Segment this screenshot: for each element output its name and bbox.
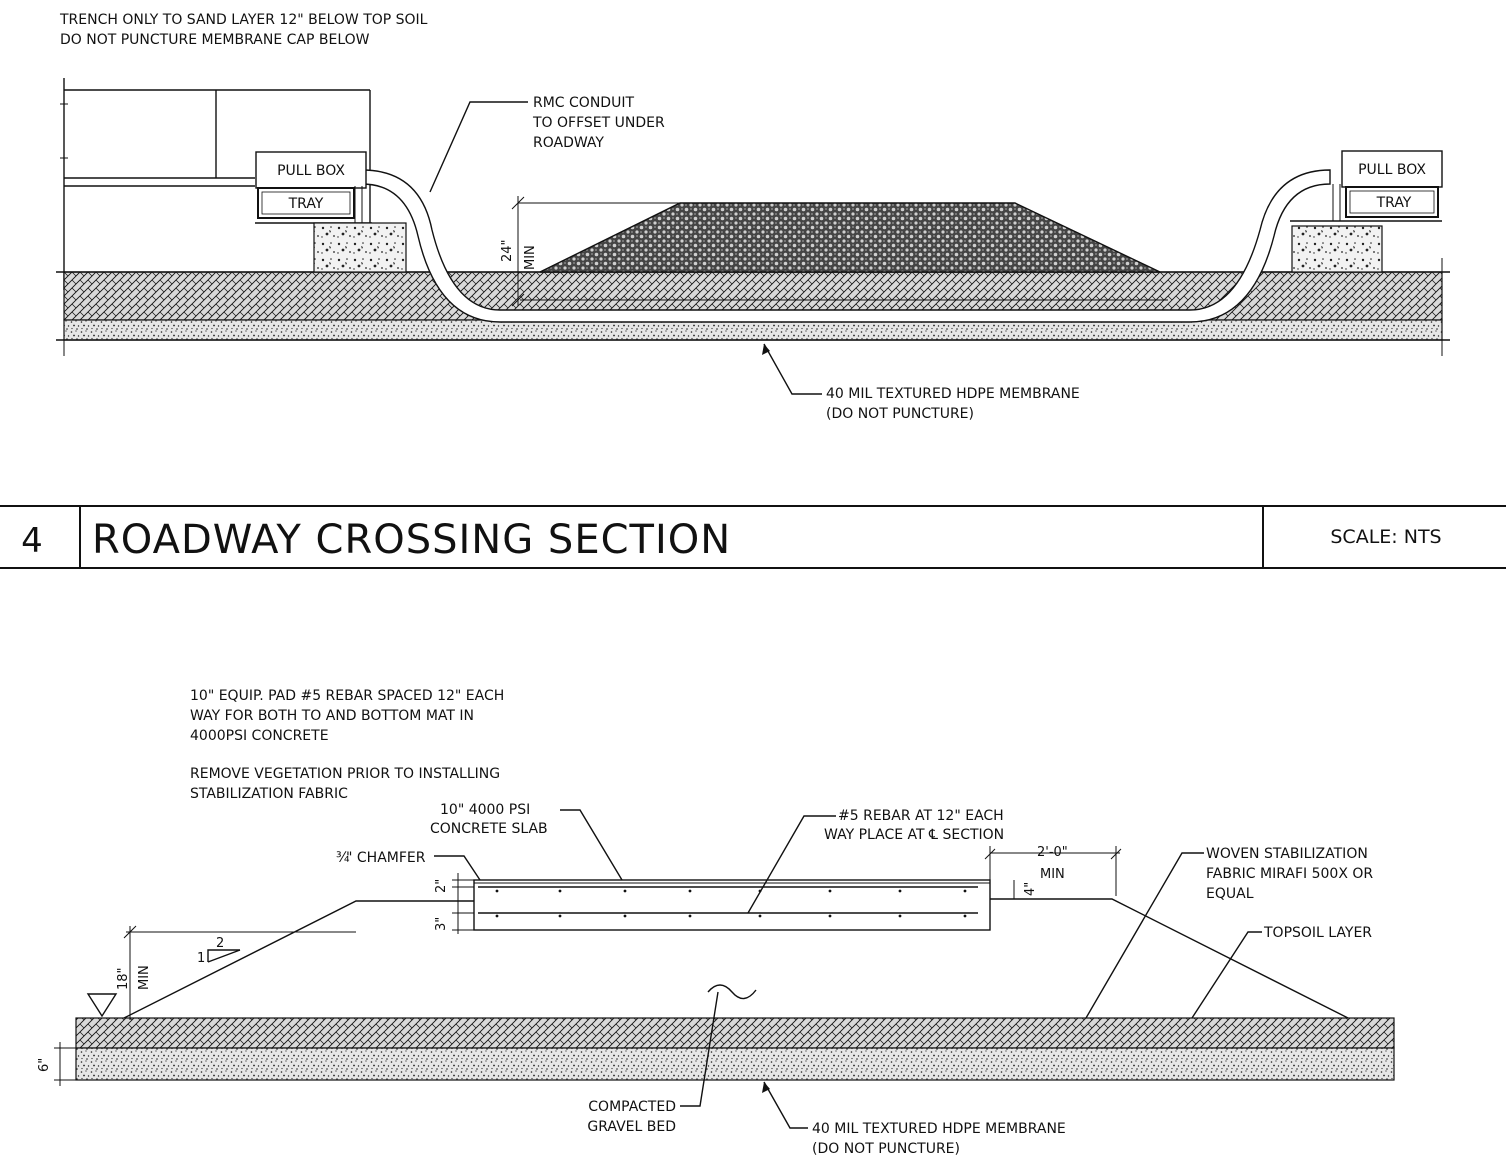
gravel-leader (680, 991, 719, 1107)
concrete-footing-right (1291, 225, 1383, 273)
embankment-left-slope (123, 900, 474, 1019)
membrane-bottom-line1: 40 MIL TEXTURED HDPE MEMBRANE (812, 1121, 1066, 1137)
sand-layer-top (63, 319, 1443, 341)
dim-24in: 24" MIN (500, 196, 680, 307)
dim-18in: 18" MIN (116, 925, 356, 1020)
rebar-leader (747, 815, 836, 914)
membrane-bottom-line2: (DO NOT PUNCTURE) (812, 1141, 960, 1157)
dim-6in: 6" (37, 1042, 76, 1086)
pad-note-line3: 4000PSI CONCRETE (190, 728, 329, 744)
trench-note-line2: DO NOT PUNCTURE MEMBRANE CAP BELOW (60, 32, 370, 48)
tray-right-label: TRAY (1376, 195, 1412, 211)
tray-right: TRAY (1345, 186, 1439, 218)
detail-title: ROADWAY CROSSING SECTION (92, 517, 731, 563)
pad-note-line1: 10" EQUIP. PAD #5 REBAR SPACED 12" EACH (190, 688, 504, 704)
gravel-bed-bottom (75, 1047, 1395, 1081)
chamfer-label: " CHAMFER (346, 850, 426, 866)
slab-label-line2: CONCRETE SLAB (430, 821, 548, 837)
grade-marker-icon (86, 993, 118, 1018)
dim-18in-value: 18" (116, 967, 131, 990)
dim-2ft-min: MIN (1040, 867, 1065, 882)
break-symbol-icon (707, 984, 757, 1000)
title-block: 4 ROADWAY CROSSING SECTION SCALE: NTS (0, 505, 1506, 569)
pull-box-right: PULL BOX (1341, 150, 1443, 188)
dim-18in-min: MIN (137, 965, 152, 990)
dim-6in-value: 6" (37, 1058, 52, 1072)
slab-leader (560, 809, 623, 881)
fabric-label-line2: FABRIC MIRAFI 500X OR (1206, 866, 1373, 882)
conduit-label-line1: RMC CONDUIT (533, 95, 634, 111)
conduit-label-line3: ROADWAY (533, 135, 604, 151)
dim-2ft-value: 2'-0" (1037, 845, 1068, 860)
slope-rise: 1 (197, 951, 205, 966)
conduit-label-line2: TO OFFSET UNDER (532, 115, 665, 131)
dim-2in: 2" (434, 879, 449, 893)
topsoil-layer-bottom (75, 1017, 1395, 1049)
conduit-leader (429, 101, 528, 193)
membrane-leader-bottom (763, 1081, 808, 1129)
rebar-label-line2: WAY PLACE AT ℄ SECTION (824, 827, 1004, 843)
membrane-top-line1: 40 MIL TEXTURED HDPE MEMBRANE (826, 386, 1080, 402)
dim-3in: 3" (434, 917, 449, 931)
bottom-detail: 10" EQUIP. PAD #5 REBAR SPACED 12" EACH … (37, 688, 1395, 1157)
trench-note-line1: TRENCH ONLY TO SAND LAYER 12" BELOW TOP … (59, 12, 428, 28)
conduit-trench (361, 169, 1331, 323)
topsoil-leader (1191, 931, 1262, 1019)
rebar-dots (495, 889, 967, 918)
gravel-label-line2: GRAVEL BED (587, 1119, 676, 1135)
detail-number: 4 (21, 521, 43, 561)
top-detail: TRENCH ONLY TO SAND LAYER 12" BELOW TOP … (56, 12, 1450, 422)
gravel-label-line1: COMPACTED (588, 1099, 676, 1115)
fabric-label-line3: EQUAL (1206, 886, 1254, 902)
membrane-leader-top (763, 343, 822, 395)
concrete-footing-left (313, 222, 407, 273)
slope-run: 2 (216, 936, 224, 951)
slab-label-line1: 10" 4000 PSI (440, 802, 530, 818)
dim-4in: 4" (1023, 882, 1038, 896)
pull-box-right-label: PULL BOX (1358, 162, 1426, 178)
membrane-top-line2: (DO NOT PUNCTURE) (826, 406, 974, 422)
fabric-label-line1: WOVEN STABILIZATION (1206, 846, 1368, 862)
chamfer-leader (434, 855, 481, 881)
tray-left-label: TRAY (288, 196, 324, 212)
veg-note-line1: REMOVE VEGETATION PRIOR TO INSTALLING (190, 766, 500, 782)
concrete-slab (473, 879, 991, 931)
veg-note-line2: STABILIZATION FABRIC (190, 786, 348, 802)
dim-2ft: 2'-0" MIN 4" (984, 845, 1122, 899)
pull-box-left: PULL BOX (255, 151, 367, 189)
slope-indicator: 2 1 (197, 936, 241, 966)
fabric-leader (1085, 852, 1204, 1019)
topsoil-label: TOPSOIL LAYER (1263, 925, 1372, 941)
dim-24in-min: MIN (523, 245, 538, 270)
dim-slab-left: 2" 3" (434, 873, 474, 934)
embankment-right-slope (990, 898, 1349, 1019)
dim-24in-value: 24" (500, 239, 515, 262)
roadway-gravel-mound (539, 202, 1161, 273)
scale-note: SCALE: NTS (1330, 526, 1441, 548)
left-equipment-outline (60, 78, 371, 290)
rebar-label-line1: #5 REBAR AT 12" EACH (838, 808, 1004, 824)
chamfer-fraction: ¾ (336, 850, 350, 866)
pad-note-line2: WAY FOR BOTH TO AND BOTTOM MAT IN (190, 708, 474, 724)
tray-left: TRAY (257, 187, 355, 219)
pull-box-left-label: PULL BOX (277, 163, 345, 179)
